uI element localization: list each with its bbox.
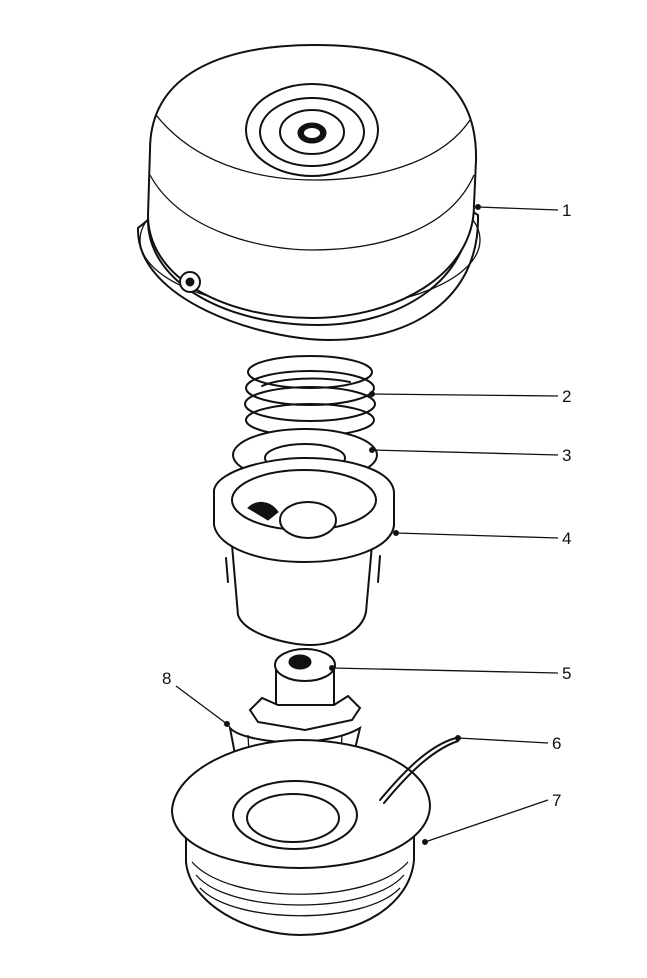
callout-7: 7 [552,791,561,810]
part-7-spool [170,738,432,937]
callout-4: 4 [562,529,571,548]
callout-3: 3 [562,446,571,465]
callout-2: 2 [562,387,571,406]
part-6-line [379,737,459,804]
leader-lines [175,204,559,845]
part-5-hub [248,648,362,732]
callout-1: 1 [562,201,571,220]
callout-6: 6 [552,734,561,753]
part-2-spring [244,355,376,437]
part-4-inner-cup [213,456,395,647]
callout-8: 8 [162,669,171,688]
part-1-cover [136,43,481,342]
callout-5: 5 [562,664,571,683]
